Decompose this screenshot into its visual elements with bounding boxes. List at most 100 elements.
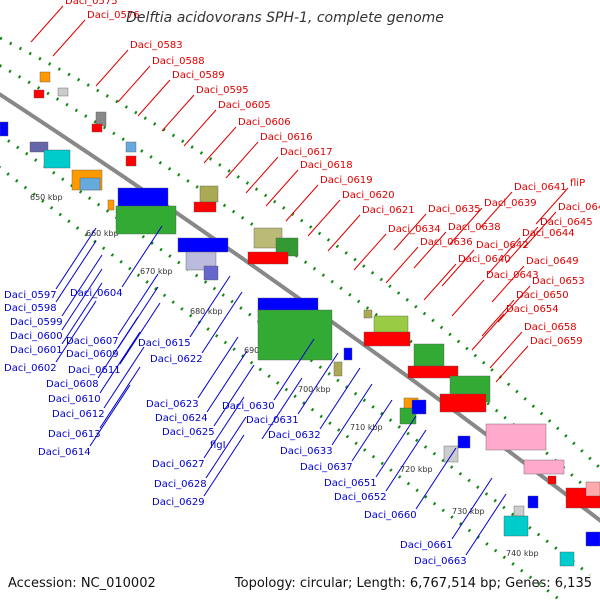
reverse-gene-label: Daci_0614 [38,447,91,458]
reverse-gene-label: Daci_0599 [10,317,63,328]
reverse-gene-leader [103,346,145,409]
forward-gene-label: Daci_0638 [448,222,501,233]
forward-gene-leader [117,65,151,103]
forward-gene-label: Daci_0606 [238,117,291,128]
forward-gene-leader [505,226,539,264]
reverse-gene-label: Daci_0611 [68,365,121,376]
gene-feature [485,423,547,451]
forward-gene-leader [481,299,515,337]
forward-gene-label: Daci_0621 [362,205,415,216]
reverse-gene-label: Daci_0652 [334,492,387,503]
reverse-gene-leader [55,300,97,363]
reverse-gene-label: Daci_0613 [48,429,101,440]
gene-feature [257,309,333,361]
reverse-gene-label: Daci_0600 [10,331,63,342]
gene-feature [513,505,525,517]
reverse-gene-leader [89,384,131,447]
gene-feature [43,149,71,169]
gene-feature [457,435,471,449]
gene-feature [203,265,219,281]
forward-gene-label: Daci_0646 [558,202,600,213]
reverse-gene-leader [99,331,141,394]
outer-forward-track [0,36,600,470]
forward-gene-label: Daci_0659 [530,336,583,347]
reverse-gene-leader [119,302,161,365]
gene-feature [547,475,557,485]
forward-gene-label: Daci_0644 [522,228,575,239]
forward-gene-leader [95,49,129,87]
forward-gene-leader [183,109,217,147]
gene-feature [527,495,539,509]
gene-feature [585,481,600,497]
forward-gene-label: Daci_0575 [65,0,118,7]
gene-feature [125,141,137,153]
forward-gene-leader [497,285,531,323]
forward-gene-leader [137,79,171,117]
reverse-gene-label: Daci_0610 [48,394,101,405]
forward-gene-leader [30,5,64,43]
reverse-gene-label: Daci_0602 [4,363,57,374]
forward-gene-label: Daci_0605 [218,100,271,111]
forward-gene-leader [535,187,569,225]
reverse-gene-label: Daci_0624 [155,413,208,424]
forward-gene-label: Daci_0588 [152,56,205,67]
forward-gene-label: Daci_0654 [506,304,559,315]
reverse-gene-leader [415,447,457,510]
reverse-gene-leader [451,477,493,540]
reverse-gene-leader [189,275,231,338]
reverse-gene-leader [117,273,159,336]
gene-feature [57,87,69,97]
gene-feature [185,251,217,271]
reverse-gene-leader [273,338,315,401]
gene-feature [247,251,289,265]
forward-gene-leader [471,313,505,351]
gene-feature [39,71,51,83]
scale-mark-label: 660 kbp [86,229,119,238]
forward-gene-label: Daci_0595 [196,85,249,96]
forward-gene-leader [393,213,427,251]
forward-gene-leader [353,233,387,271]
forward-gene-label: Daci_0639 [484,198,537,209]
scale-mark-label: 650 kbp [30,193,63,202]
gene-feature [117,187,169,209]
forward-gene-label: Daci_0636 [420,237,473,248]
reverse-gene-leader [99,366,141,429]
reverse-gene-label: Daci_0597 [4,290,57,301]
reverse-gene-label: Daci_0607 [66,336,119,347]
forward-gene-label: Daci_0641 [514,182,567,193]
gene-feature [343,347,353,361]
forward-gene-leader [441,249,475,287]
reverse-gene-label: Daci_0663 [414,556,467,567]
gene-feature [0,121,9,137]
reverse-gene-label: Daci_0601 [10,345,63,356]
reverse-gene-label: Daci_0633 [280,446,333,457]
reverse-gene-label: Daci_0623 [146,399,199,410]
forward-gene-label: Daci_0635 [428,204,481,215]
reverse-gene-leader [203,396,245,459]
reverse-gene-leader [121,225,163,288]
forward-gene-leader [265,169,299,207]
forward-gene-leader [479,191,513,229]
forward-gene-label: fliP [570,178,585,189]
gene-feature [411,399,427,415]
reverse-gene-label: Daci_0651 [324,478,377,489]
forward-gene-label: Daci_0576 [87,10,140,21]
reverse-gene-leader [206,350,248,413]
reverse-gene-label: flgI [210,440,226,451]
forward-gene-leader [451,279,485,317]
reverse-gene-leader [55,240,97,303]
forward-gene-leader [489,331,523,369]
forward-gene-label: Daci_0583 [130,40,183,51]
forward-gene-label: Daci_0650 [516,290,569,301]
reverse-gene-label: Daci_0608 [46,379,99,390]
reverse-gene-label: Daci_0612 [52,409,105,420]
forward-gene-label: Daci_0653 [532,276,585,287]
scale-mark-label: 730 kbp [452,507,485,516]
forward-gene-leader [161,94,195,132]
forward-gene-label: Daci_0616 [260,132,313,143]
gene-feature [503,515,529,537]
accession-label: Accession: NC_010002 [8,576,156,591]
reverse-gene-label: Daci_0631 [246,415,299,426]
